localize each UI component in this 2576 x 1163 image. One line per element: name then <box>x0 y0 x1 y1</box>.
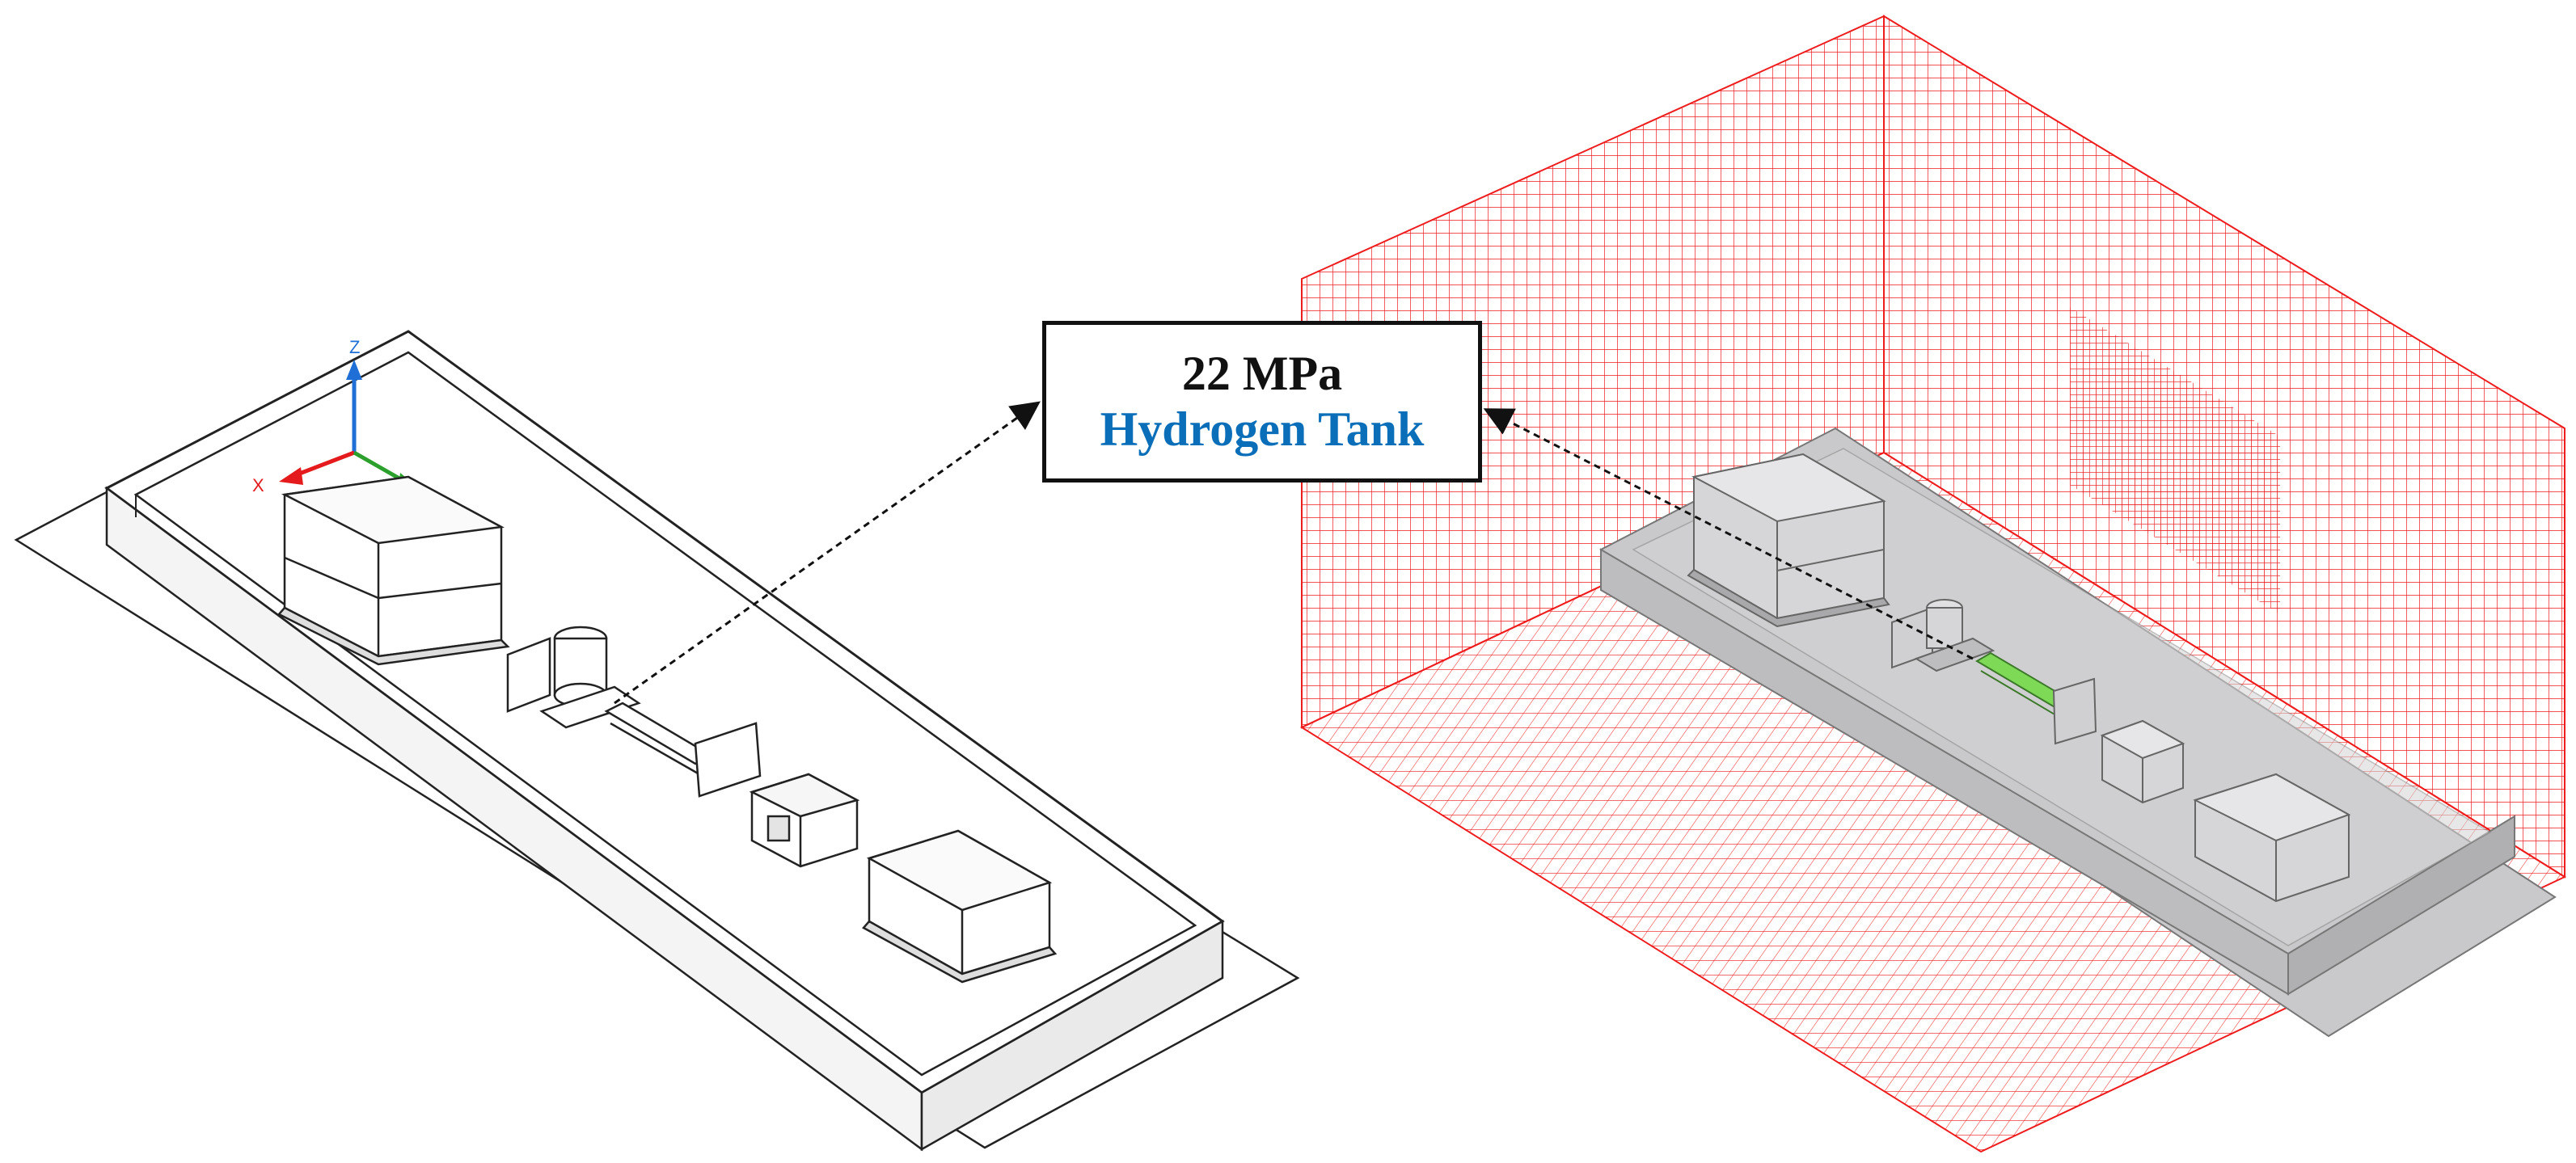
callout-arrow-left <box>614 401 1041 705</box>
hydrogen-tank-left <box>604 702 762 798</box>
axis-x-label: X <box>252 475 264 495</box>
compressor-unit <box>749 773 860 868</box>
outer-wall-right-face <box>920 919 1224 1152</box>
mesh-dense-band <box>2070 307 2280 614</box>
tank-enclosure <box>506 626 641 729</box>
mesh-tank-enclosure <box>1891 599 1995 672</box>
axis-z-label: Z <box>349 337 360 357</box>
mesh-compressor-unit <box>2100 719 2185 804</box>
stacked-container-boxes <box>277 475 510 666</box>
callout-component-label: Hydrogen Tank <box>1100 402 1425 456</box>
hydrogen-tank-right <box>1975 651 2097 745</box>
tank-callout-box: 22 MPa Hydrogen Tank <box>1042 321 1482 482</box>
large-container-box <box>862 829 1058 984</box>
callout-arrow-right <box>1483 408 1974 660</box>
solid-wall-right <box>2287 815 2515 996</box>
mesh-large-box <box>2193 773 2351 903</box>
mesh-stacked-boxes <box>1687 453 1890 628</box>
callout-pressure-label: 22 MPa <box>1181 347 1343 400</box>
